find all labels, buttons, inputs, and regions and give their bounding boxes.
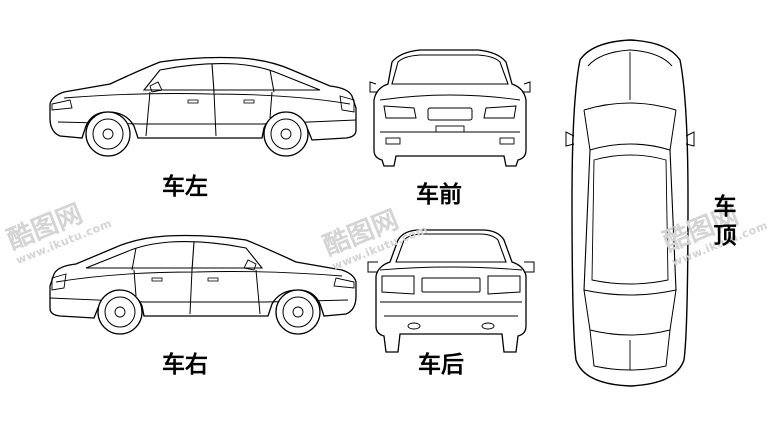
car-right-view <box>49 234 357 335</box>
car-rear-view <box>367 229 535 353</box>
label-car-front: 车前 <box>416 182 462 208</box>
car-front-view <box>369 49 531 167</box>
label-car-rear: 车后 <box>418 352 464 378</box>
label-car-left: 车左 <box>162 174 208 200</box>
car-top-view <box>565 39 695 387</box>
car-left-view <box>49 56 357 157</box>
label-car-right: 车右 <box>162 352 208 378</box>
label-car-top: 车顶 <box>709 194 735 252</box>
